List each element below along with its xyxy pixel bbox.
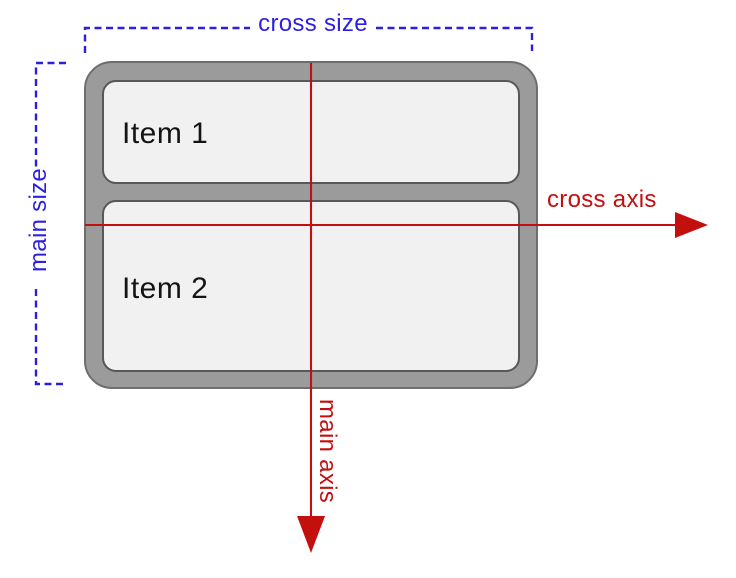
cross-size-bracket: cross size xyxy=(83,10,534,53)
cross-axis-arrow: cross axis xyxy=(85,186,708,238)
cross-size-bracket-left xyxy=(83,26,250,53)
cross-size-bracket-right xyxy=(376,26,534,51)
main-axis-arrow: main axis xyxy=(297,63,341,553)
flex-item-1-label: Item 1 xyxy=(122,117,208,150)
main-size-bracket-bottom xyxy=(34,289,66,386)
cross-axis-label: cross axis xyxy=(547,186,657,213)
main-axis-arrowhead-icon xyxy=(297,516,325,553)
cross-size-label: cross size xyxy=(258,10,368,37)
main-size-bracket: main size xyxy=(25,61,66,386)
main-axis-label: main axis xyxy=(314,399,341,503)
main-size-label: main size xyxy=(25,168,52,272)
main-size-bracket-top xyxy=(34,61,66,167)
flex-item-2-label: Item 2 xyxy=(122,272,208,305)
cross-axis-arrowhead-icon xyxy=(675,212,708,238)
